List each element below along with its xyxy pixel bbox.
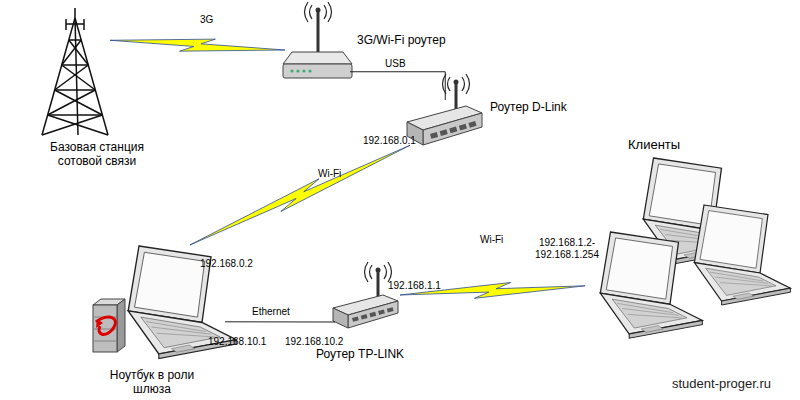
link-label: USB xyxy=(385,58,406,70)
device-label: Базовая станция сотовой связи xyxy=(37,140,157,168)
ip-address: 192.168.1.1 xyxy=(388,280,441,292)
link-label: Wi-Fi xyxy=(318,168,341,180)
cable-link xyxy=(225,321,335,322)
router: Роутер D-Link xyxy=(410,100,485,158)
device-label: 3G/Wi-Fi роутер xyxy=(357,33,446,47)
firewall-symbol xyxy=(93,299,125,352)
cell-tower: Базовая станция сотовой связи xyxy=(45,12,110,135)
device-label: Роутер D-Link xyxy=(490,100,567,114)
laptop-symbol xyxy=(694,205,790,305)
ip-address: 192.168.10.1 xyxy=(208,336,266,348)
laptop-symbol xyxy=(600,232,702,338)
wireless-link xyxy=(110,39,285,51)
router: Роутер TP-LINK xyxy=(335,290,400,340)
cell-tower-symbol xyxy=(42,8,108,135)
device-label: Клиенты xyxy=(628,138,680,152)
wireless-link xyxy=(190,145,410,245)
ip-address: 192.168.10.2 xyxy=(285,336,343,348)
device-label: Роутер TP-LINK xyxy=(316,347,404,361)
link-label: 3G xyxy=(200,14,213,26)
ip-address: 192.168.0.1 xyxy=(363,135,416,147)
ip-address: 192.168.1.2- 192.168.1.254 xyxy=(530,237,604,261)
link-label: Ethernet xyxy=(252,306,290,318)
router-symbol xyxy=(333,262,398,328)
modem-router-symbol xyxy=(283,2,352,78)
device-label: Ноутбук в роли шлюза xyxy=(97,368,207,396)
client-group: Клиенты xyxy=(585,160,770,330)
ip-address: 192.168.0.2 xyxy=(200,258,253,270)
cable-link xyxy=(350,72,445,100)
watermark: student-proger.ru xyxy=(672,376,771,391)
link-label: Wi-Fi xyxy=(480,234,503,246)
modem-router: 3G/Wi-Fi роутер xyxy=(285,5,350,80)
router-symbol xyxy=(407,74,482,145)
